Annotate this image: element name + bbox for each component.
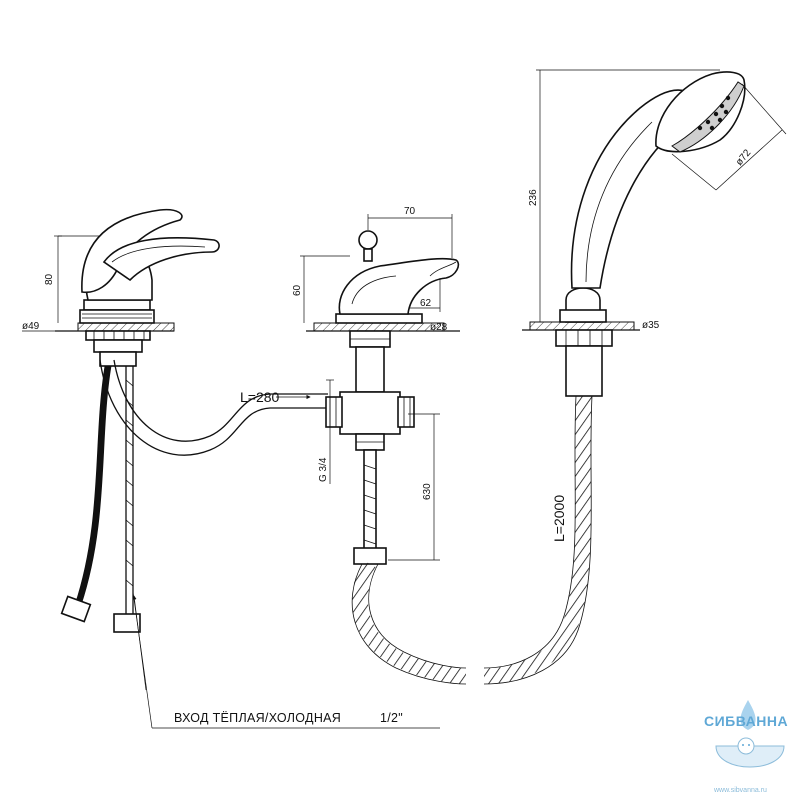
shower-hose-length: L=2000 — [551, 495, 567, 542]
counter-slab-middle — [313, 322, 445, 332]
diverter-body — [339, 391, 401, 435]
dim-spout-reach: 62 — [420, 298, 432, 309]
inlet-callout: ВХОД ТЁПЛАЯ/ХОЛОДНАЯ 1/2" — [132, 591, 440, 729]
spout-knob-stem — [363, 248, 373, 262]
logo-drop-icon — [740, 700, 756, 730]
dim-connector-thread: G 3/4 — [318, 457, 329, 482]
lever-nut — [85, 330, 151, 341]
supply-hoses — [60, 365, 141, 633]
shower-hose: L=2000 — [351, 395, 593, 685]
lever-base-flange — [83, 299, 151, 311]
dim-spout-length: 70 — [404, 206, 416, 217]
supply-fitting-right — [113, 613, 141, 633]
shower-head — [655, 71, 746, 153]
inlet-size: 1/2" — [380, 711, 403, 725]
lever-handle-arm — [102, 237, 220, 282]
spout-base-flange — [335, 313, 423, 324]
shower-nozzles — [697, 95, 731, 131]
short-hose-length: L=280 — [240, 389, 280, 405]
logo-name: СИБВАННА — [704, 713, 788, 729]
spout-drop-pipe — [363, 449, 377, 551]
dim-shower-head: ø72 — [734, 147, 754, 168]
inlet-label: ВХОД ТЁПЛАЯ/ХОЛОДНАЯ — [174, 711, 341, 725]
shower-nut — [555, 329, 613, 347]
diverter-inlet-left — [325, 396, 343, 428]
supply-hose-flex — [75, 365, 111, 606]
brand-logo: СИБВАННА www.sibvanna.ru — [704, 700, 788, 794]
dim-connector-drop: 630 — [422, 483, 433, 500]
spout-unit: 70 60 62 ø28 630 G 3/4 — [292, 206, 460, 565]
spout-knob — [358, 230, 378, 250]
supply-fitting-left — [60, 595, 92, 623]
dim-lever-base: ø49 — [22, 321, 40, 332]
spout-shank — [355, 346, 385, 393]
dim-spout-height: 60 — [292, 284, 303, 296]
counter-slab-left — [77, 322, 175, 332]
connecting-hose: L=280 — [99, 359, 328, 456]
lever-shank — [93, 339, 143, 353]
diverter-outlet-right — [397, 396, 415, 428]
spout-bottom-fitting — [353, 547, 387, 565]
spout-body — [338, 257, 460, 315]
dim-shower-height: 236 — [528, 189, 539, 206]
lever-shank-lower — [99, 351, 137, 367]
dim-spout-base: ø28 — [430, 322, 448, 333]
shower-guide-tube — [565, 345, 603, 397]
dim-shower-base: ø35 — [642, 320, 660, 331]
dim-lever-height: 80 — [44, 273, 55, 285]
lever-base-ring — [79, 309, 155, 324]
logo-bathtub-icon — [715, 745, 785, 768]
logo-site: www.sibvanna.ru — [713, 787, 767, 794]
shower-holder-flange — [559, 309, 607, 323]
lever-mixer: 80 ø49 — [22, 208, 220, 367]
lever-handle — [81, 208, 183, 294]
hand-shower-unit: 236 ø72 ø35 — [522, 69, 787, 397]
counter-slab-right — [529, 321, 635, 331]
